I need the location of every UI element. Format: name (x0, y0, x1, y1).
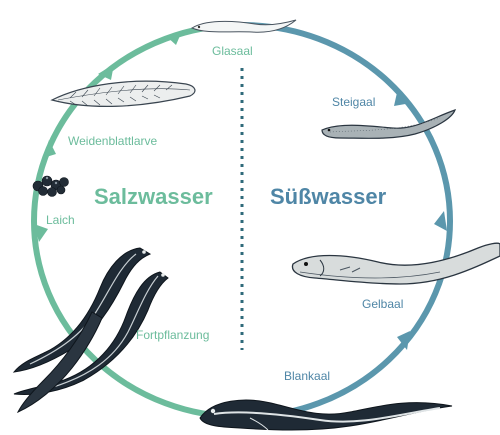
stage-label-steigaal: Steigaal (332, 95, 375, 109)
stage-label-gelbaal: Gelbaal (362, 297, 403, 311)
stage-label-fortpflanzung: Fortpflanzung (136, 328, 209, 342)
fresh-water-cycle-arc (242, 25, 450, 417)
silver-eel-illustration (200, 400, 452, 430)
stage-label-weidenblattlarve: Weidenblattlarve (68, 134, 157, 148)
leptocephalus-larva-illustration (52, 81, 195, 106)
fresh-water-title: Süßwasser (270, 184, 386, 210)
arrow-icon (434, 211, 447, 231)
elver-illustration (322, 110, 455, 138)
stage-label-glasaal: Glasaal (212, 44, 253, 58)
stage-label-laich: Laich (46, 213, 75, 227)
yellow-eel-illustration (292, 243, 500, 284)
stage-label-blankaal: Blankaal (284, 369, 330, 383)
salt-water-title: Salzwasser (94, 184, 213, 210)
